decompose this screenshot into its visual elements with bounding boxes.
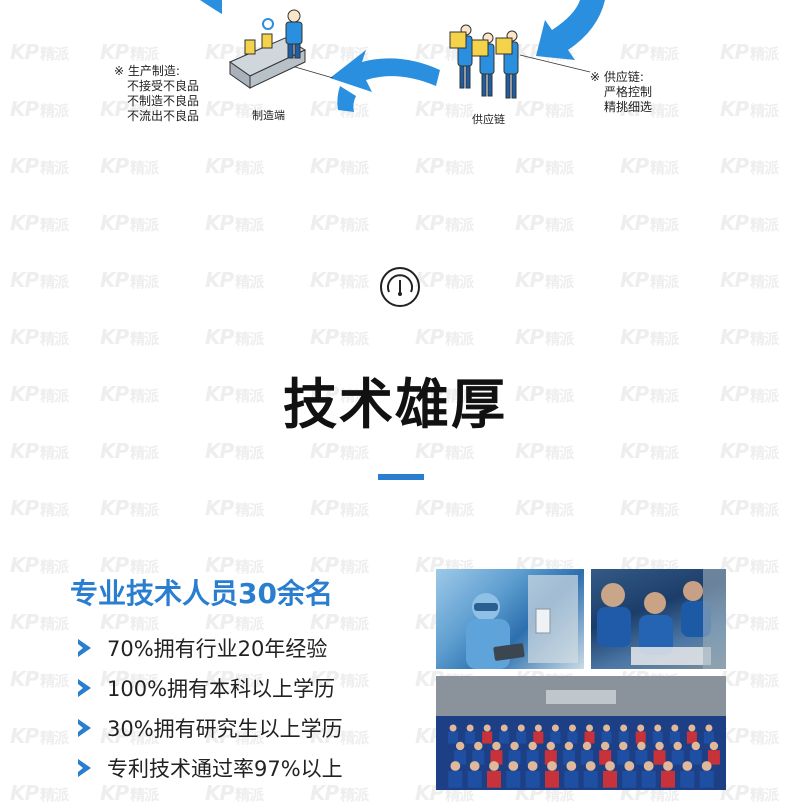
bullet-text: 30%拥有研究生以上学历 [107,717,343,741]
bullet-text: 70%拥有行业20年经验 [107,637,328,661]
supply-note: ※ 供应链: 严格控制 精挑细选 [590,70,652,115]
staff-bullet-list: 70%拥有行业20年经验 100%拥有本科以上学历 30%拥有研究生以上学历 专… [78,628,343,788]
manufacturing-caption: 制造端 [252,109,285,122]
play-arrow-icon [78,639,91,657]
play-arrow-icon [78,759,91,777]
manufacturing-note-line: 不流出不良品 [127,109,200,123]
gauge-icon [380,267,420,307]
manufacturing-note-line: 不制造不良品 [127,94,200,108]
list-item: 专利技术通过率97%以上 [78,748,343,788]
title-underline [378,474,424,480]
supply-note-line: 严格控制 [604,85,653,99]
play-arrow-icon [78,719,91,737]
section-title: 技术雄厚 [283,373,507,436]
staff-subheading: 专业技术人员30余名 [70,577,333,610]
manufacturing-note-line: 不接受不良品 [127,79,200,93]
arc-top-right [536,0,605,60]
list-item: 70%拥有行业20年经验 [78,628,343,668]
play-arrow-icon [78,679,91,697]
lab-technician-photo [436,569,584,669]
list-item: 100%拥有本科以上学历 [78,668,343,708]
manufacturing-note-title: ※ 生产制造: [114,64,180,78]
list-item: 30%拥有研究生以上学历 [78,708,343,748]
workers-photo [591,569,726,669]
cycle-arrows [200,0,605,112]
supply-manufacturing-diagram: ※ 生产制造: 不接受不良品 不制造不良品 不流出不良品 制造端 ※ 供应链: … [0,0,790,150]
bullet-text: 专利技术通过率97%以上 [107,757,343,781]
supply-caption: 供应链 [472,113,505,126]
arrow-supply-to-mfg [330,50,440,92]
arrow-tail [337,86,356,112]
arc-top-left [200,0,222,14]
bullet-text: 100%拥有本科以上学历 [107,677,336,701]
team-group-photo [436,676,726,790]
supply-note-title: ※ 供应链: [590,70,644,84]
manufacturing-illustration [228,9,307,89]
connector-supply [519,54,591,73]
supply-chain-illustration [449,24,519,99]
supply-note-line: 精挑细选 [604,100,653,114]
manufacturing-note: ※ 生产制造: 不接受不良品 不制造不良品 不流出不良品 [114,64,199,124]
